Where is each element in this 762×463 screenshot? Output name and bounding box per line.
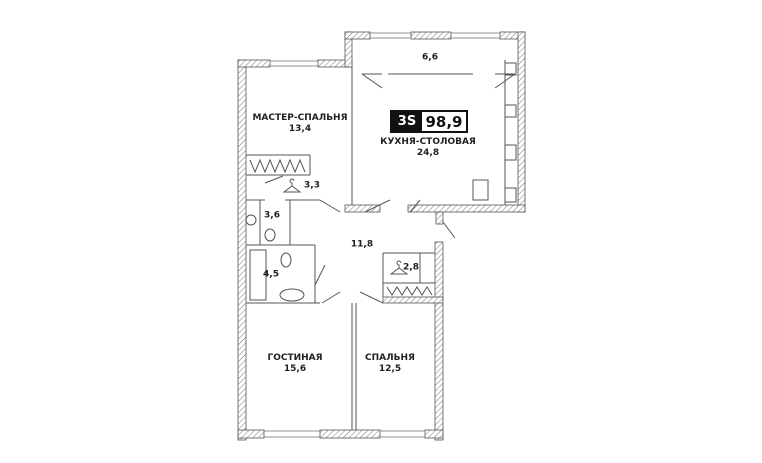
room-master-bedroom: МАСТЕР-СПАЛЬНЯ 13,4 bbox=[252, 113, 347, 135]
room-bedroom: СПАЛЬНЯ 12,5 bbox=[365, 353, 415, 375]
room-name: СПАЛЬНЯ bbox=[365, 353, 415, 363]
room-area: 12,5 bbox=[378, 364, 402, 374]
room-name: МАСТЕР-СПАЛЬНЯ bbox=[252, 113, 348, 123]
exterior-walls bbox=[237, 31, 526, 441]
room-name: ГОСТИНАЯ bbox=[267, 353, 323, 363]
windows bbox=[263, 32, 501, 438]
interior-lines bbox=[245, 60, 517, 430]
hanger-icon-2 bbox=[389, 260, 409, 275]
apartment-badge: 3S 98,9 bbox=[390, 110, 468, 133]
room-area-3-3: 3,3 bbox=[304, 180, 320, 191]
room-name: КУХНЯ-СТОЛОВАЯ bbox=[380, 137, 476, 147]
room-area-6-6: 6,6 bbox=[422, 52, 438, 63]
hanger-icon bbox=[282, 178, 302, 193]
room-area: 15,6 bbox=[283, 364, 307, 374]
room-kitchen-dining: КУХНЯ-СТОЛОВАЯ 24,8 bbox=[380, 137, 476, 159]
room-area-2-8: 2,8 bbox=[403, 262, 419, 273]
apartment-type: 3S bbox=[392, 112, 422, 131]
room-area-3-6: 3,6 bbox=[264, 210, 280, 221]
room-area: 24,8 bbox=[416, 148, 440, 158]
room-area-11-8: 11,8 bbox=[350, 239, 374, 250]
room-living: ГОСТИНАЯ 15,6 bbox=[267, 353, 322, 375]
apartment-area: 98,9 bbox=[425, 112, 463, 131]
room-area-4-5: 4,5 bbox=[263, 269, 279, 280]
room-area: 13,4 bbox=[288, 124, 312, 134]
